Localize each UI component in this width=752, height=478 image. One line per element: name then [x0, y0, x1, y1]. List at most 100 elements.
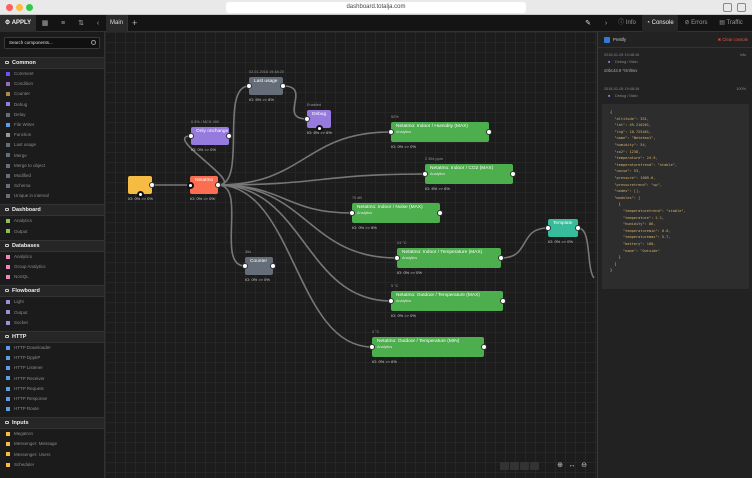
category-inputs[interactable]: Inputs: [0, 417, 104, 430]
component-item[interactable]: Unique in interval: [0, 191, 104, 201]
input-port[interactable]: [545, 225, 551, 231]
flow-node-netatmo[interactable]: Netatmo: [190, 176, 218, 194]
input-port[interactable]: [394, 255, 400, 261]
connection-wire[interactable]: [500, 227, 549, 259]
collapse-panel-icon[interactable]: ›: [604, 20, 608, 27]
address-bar[interactable]: dashboard.totalja.com: [226, 2, 526, 13]
component-item[interactable]: HTTP Downloader: [0, 343, 104, 353]
align-icon[interactable]: [520, 462, 529, 470]
component-item[interactable]: Group Analytics: [0, 262, 104, 272]
component-item[interactable]: Delay: [0, 110, 104, 120]
component-item[interactable]: Scheduler: [0, 460, 104, 470]
component-item[interactable]: Messenger: Message: [0, 439, 104, 449]
component-item[interactable]: Analytics: [0, 252, 104, 262]
category-flowboard[interactable]: Flowboard: [0, 285, 104, 298]
component-item[interactable]: Debug: [0, 100, 104, 110]
input-port[interactable]: [246, 83, 252, 89]
component-item[interactable]: Condition: [0, 79, 104, 89]
minimize-window-icon[interactable]: [16, 4, 23, 11]
component-item[interactable]: Socket: [0, 318, 104, 328]
component-item[interactable]: Output: [0, 308, 104, 318]
log-node-1[interactable]: Debug / Main: [615, 60, 638, 64]
output-port[interactable]: [498, 255, 504, 261]
component-item[interactable]: Counter: [0, 89, 104, 99]
output-port[interactable]: [270, 263, 276, 269]
component-item[interactable]: Merge: [0, 151, 104, 161]
settings-sliders-icon[interactable]: ≡: [60, 20, 66, 27]
output-port[interactable]: [215, 182, 221, 188]
zoom-reset-icon[interactable]: ↔: [568, 462, 576, 469]
component-item[interactable]: HTTP Listener: [0, 363, 104, 373]
zoom-in-icon[interactable]: ⊕: [557, 462, 563, 469]
flow-node-temp-out-max[interactable]: Netatmo: Outdoor / Temperature (MAX)Anal…: [391, 291, 503, 311]
flow-node-template[interactable]: Template: [548, 219, 578, 237]
tab-console[interactable]: ◔ Console: [642, 15, 678, 32]
grid-toggle-icon[interactable]: [530, 462, 539, 470]
component-item[interactable]: HTTP DppkP: [0, 353, 104, 363]
component-item[interactable]: File Writer: [0, 120, 104, 130]
input-port[interactable]: [188, 133, 194, 139]
component-item[interactable]: Merge to object: [0, 161, 104, 171]
zoom-out-icon[interactable]: ⊖: [581, 462, 587, 469]
connection-wire[interactable]: [217, 184, 398, 259]
component-item[interactable]: Modified: [0, 171, 104, 181]
apply-button[interactable]: ⚙ APPLY: [0, 15, 36, 32]
component-item[interactable]: Analytics: [0, 216, 104, 226]
grid-icon[interactable]: ▦: [41, 20, 49, 27]
output-port[interactable]: [500, 298, 506, 304]
component-item[interactable]: Schema: [0, 181, 104, 191]
component-item[interactable]: Function: [0, 130, 104, 140]
status-port[interactable]: [136, 190, 144, 198]
input-port[interactable]: [388, 129, 394, 135]
tabs-icon[interactable]: [737, 3, 746, 12]
search-icon[interactable]: [91, 40, 96, 45]
flow-node-lastusage[interactable]: Last usage: [249, 77, 283, 95]
component-item[interactable]: Megatron: [0, 429, 104, 439]
add-tab-button[interactable]: +: [132, 18, 138, 28]
component-item[interactable]: HTTP Route: [0, 404, 104, 414]
flow-node-temp-in[interactable]: Netatmo: Indoor / Temperature (MAX)Analy…: [397, 248, 501, 268]
status-port[interactable]: [315, 124, 323, 132]
share-icon[interactable]: [723, 3, 732, 12]
tab-info[interactable]: ⓘ Info: [618, 20, 636, 26]
output-port[interactable]: [510, 171, 516, 177]
output-port[interactable]: [486, 129, 492, 135]
connection-wire[interactable]: [217, 184, 373, 348]
category-common[interactable]: Common: [0, 57, 104, 69]
clear-console-button[interactable]: ✖ Clear console: [717, 37, 748, 42]
component-item[interactable]: HTTP Response: [0, 394, 104, 404]
flow-node-noise[interactable]: Netatmo: Indoor / Noise (MAX)Analytics: [352, 203, 440, 223]
fit-icon[interactable]: [510, 462, 519, 470]
category-databases[interactable]: Databases: [0, 239, 104, 252]
collapse-sidebar-icon[interactable]: ‹: [96, 20, 100, 27]
component-item[interactable]: Comment: [0, 69, 104, 79]
input-port[interactable]: [304, 116, 310, 122]
component-item[interactable]: Last usage: [0, 140, 104, 150]
flow-node-onlychange[interactable]: Only onchange: [191, 127, 229, 145]
connection-wire[interactable]: [282, 85, 308, 120]
output-port[interactable]: [481, 344, 487, 350]
component-item[interactable]: HTTP Request: [0, 384, 104, 394]
prettify-checkbox[interactable]: [604, 37, 610, 43]
connection-wire[interactable]: [217, 85, 250, 186]
connection-wire[interactable]: [217, 131, 392, 186]
connection-wire[interactable]: [217, 173, 426, 186]
close-window-icon[interactable]: [6, 4, 13, 11]
connection-wire[interactable]: [217, 184, 392, 302]
output-port[interactable]: [149, 182, 155, 188]
output-port[interactable]: [437, 210, 443, 216]
log-node-2[interactable]: Debug / Main: [615, 94, 638, 98]
component-item[interactable]: NoSQL: [0, 272, 104, 282]
input-port[interactable]: [242, 263, 248, 269]
flow-node-counter[interactable]: Counter: [245, 257, 273, 275]
category-dashboard[interactable]: Dashboard: [0, 204, 104, 217]
flow-node-temp-out-min[interactable]: Netatmo: Outdoor / Temperature (MIN)Anal…: [372, 337, 484, 357]
connection-wire[interactable]: [217, 184, 246, 267]
tab-traffic[interactable]: ▤ Traffic: [719, 20, 743, 26]
search-input[interactable]: Search components...: [4, 37, 100, 49]
connection-wire[interactable]: [577, 227, 595, 279]
tab-errors[interactable]: ⊘ Errors: [684, 20, 708, 26]
flow-node-debug[interactable]: Debug: [307, 110, 331, 128]
input-port[interactable]: [388, 298, 394, 304]
